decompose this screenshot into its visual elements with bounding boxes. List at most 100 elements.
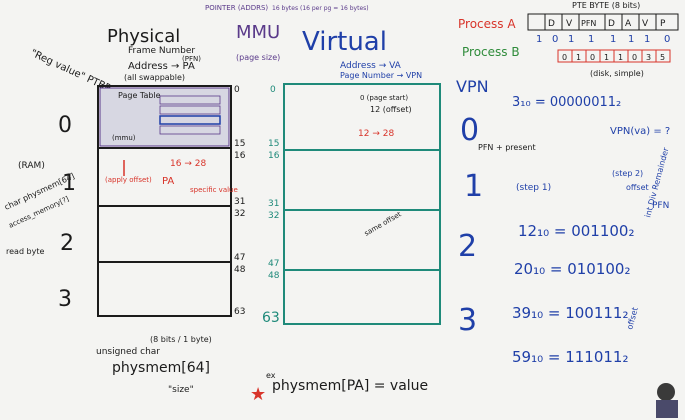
process-a-label: Process A [458, 17, 516, 31]
physmem-64: physmem[64] [112, 360, 210, 376]
process-b-bit: 1 [618, 53, 623, 62]
step-1: (step 1) [516, 183, 551, 193]
phys-addr: 47 [234, 253, 245, 263]
page-table-row [159, 125, 221, 135]
virt-addr: 32 [268, 211, 279, 221]
pte-byte-label: PTE BYTE (8 bits) [572, 1, 640, 10]
pa-label: PA [162, 176, 174, 187]
physical-section: Physical Frame Number (PFN) Address → PA… [3, 26, 428, 405]
phys-addr: 48 [234, 265, 246, 275]
eq-59: 59₁₀ = 111011₂ [512, 348, 629, 366]
vpn-0: 0 [460, 113, 479, 148]
pte-bit: 0 [664, 34, 670, 45]
pte-bit: 1 [588, 34, 594, 45]
pte-field: D [548, 19, 555, 29]
pte-field: P [660, 19, 666, 29]
pte-field: V [566, 19, 573, 29]
process-b-bit: 0 [590, 53, 595, 62]
page-number-vpn-label: Page Number → VPN [340, 71, 422, 80]
vpn-1: 1 [464, 169, 483, 204]
all-swappable-label: (all swappable) [124, 73, 185, 82]
bits-note: (8 bits / 1 byte) [150, 335, 212, 344]
step-2: (step 2) [612, 169, 643, 178]
pte-field: A [625, 19, 632, 29]
virt-addr: 31 [268, 199, 279, 209]
star-icon: ★ [250, 384, 266, 405]
page-size: (page size) [236, 53, 280, 62]
address-pa-label: Address → PA [128, 61, 195, 72]
page-table-label: Page Table [118, 91, 161, 100]
physical-title: Physical [107, 26, 180, 47]
frame-number-label: Frame Number [128, 46, 195, 56]
virtual-title: Virtual [302, 27, 387, 57]
math-section: 3₁₀ = 00000011₂ VPN(va) = ? (step 1) (st… [512, 95, 671, 366]
virt-addr: 48 [268, 271, 280, 281]
process-b-cells: 0 1 0 1 1 0 3 5 [557, 49, 671, 63]
physmem-pa-value: physmem[PA] = value [272, 378, 428, 394]
unsigned-char: unsigned char [96, 347, 160, 357]
offset-label: offset [626, 183, 649, 192]
process-b-label: Process B [462, 45, 520, 59]
pte-bit: 1 [610, 34, 616, 45]
eq-3: 3₁₀ = 00000011₂ [512, 95, 621, 110]
virt-addr: 63 [262, 310, 280, 326]
pte-bit: 1 [536, 34, 542, 45]
page-table-row [159, 105, 221, 115]
virt-addr: 16 [268, 151, 280, 161]
bytes-note: 16 bytes (16 per pg = 16 bytes) [272, 5, 369, 12]
mmu-title: MMU [236, 22, 280, 43]
process-b-cell [655, 49, 671, 63]
size-note: "size" [168, 385, 194, 395]
process-section: PTE BYTE (8 bits) Process A D V PFN D A … [458, 1, 679, 78]
pfn-present: PFN + present [478, 143, 536, 152]
process-b-bit: 5 [660, 53, 665, 62]
eq-12: 12₁₀ = 001100₂ [518, 222, 635, 240]
process-b-bit: 0 [632, 53, 637, 62]
pte-cell [655, 13, 679, 31]
page-table-region [99, 87, 230, 147]
pte-bit: 1 [644, 34, 650, 45]
specific-value: specific value [190, 186, 238, 194]
phys-addr: 15 [234, 139, 245, 149]
phys-addr: 16 [234, 151, 246, 161]
process-b-bit: 3 [646, 53, 651, 62]
example-label: ex [266, 371, 276, 380]
va-mapping: 12 → 28 [358, 129, 394, 139]
pte-bits: 1 0 1 1 1 1 1 0 [536, 34, 670, 45]
pte-field: PFN [581, 19, 596, 28]
frame-number-3: 3 [58, 287, 72, 312]
mmu-section: POINTER (ADDRS) MMU (page size) 16 bytes… [205, 4, 369, 62]
vpn-2: 2 [458, 229, 477, 264]
mmu-label: (mmu) [112, 134, 136, 142]
virtual-offset: 12 (offset) [370, 105, 412, 114]
address-va-label: Address → VA [340, 61, 402, 71]
vpn-3: 3 [458, 303, 477, 338]
page-table-row [159, 115, 221, 125]
vpn-va: VPN(va) = ? [610, 126, 670, 137]
apply-offset: (apply offset) [105, 176, 152, 184]
process-b-bit: 1 [576, 53, 581, 62]
process-b-note: (disk, simple) [590, 69, 644, 78]
pte-field: V [642, 19, 649, 29]
eq-39: 39₁₀ = 100111₂ [512, 304, 629, 322]
pa-equation: 16 → 28 [170, 159, 206, 169]
process-b-bit: 1 [604, 53, 609, 62]
frame-number-0: 0 [58, 113, 72, 138]
virtual-section: Virtual Address → VA Page Number → VPN V… [262, 27, 536, 338]
pte-field: D [608, 19, 615, 29]
pte-bit: 0 [552, 34, 558, 45]
ram-label: (RAM) [18, 161, 45, 171]
page-start: 0 (page start) [360, 94, 408, 102]
phys-addr: 63 [234, 307, 245, 317]
vpn-header: VPN [456, 77, 489, 96]
read-byte: read byte [6, 247, 45, 256]
frame-number-2: 2 [60, 231, 74, 256]
virtual-memory-box [283, 83, 441, 325]
pte-bit: 1 [628, 34, 634, 45]
pfn-label-right: PFN [652, 201, 669, 211]
process-b-bit: 0 [562, 53, 567, 62]
phys-addr: 32 [234, 209, 245, 219]
virt-addr: 0 [270, 85, 276, 95]
phys-addr: 31 [234, 197, 245, 207]
